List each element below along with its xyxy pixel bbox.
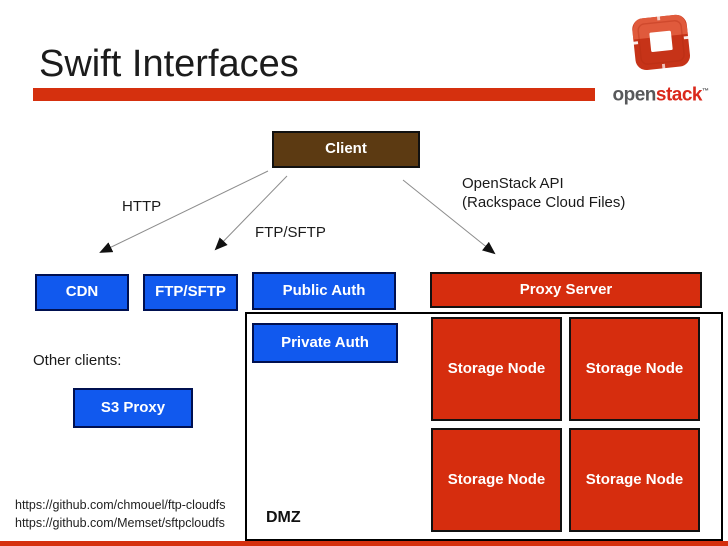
node-proxy-server: Proxy Server (430, 272, 702, 308)
openstack-api-label-line2: (Rackspace Cloud Files) (462, 194, 626, 211)
http-arrow-label: HTTP (122, 198, 162, 215)
node-storage-node-1: Storage Node (431, 317, 562, 421)
node-public-auth: Public Auth (252, 272, 396, 310)
logo-trademark: ™ (702, 88, 709, 95)
logo-word-open: open (612, 84, 657, 106)
other-clients-label: Other clients: (33, 352, 122, 369)
node-cdn: CDN (35, 274, 129, 311)
footer-accent-bar (0, 541, 728, 546)
link-ftp-cloudfs[interactable]: https://github.com/chmouel/ftp-cloudfs (15, 498, 226, 512)
node-ftp-sftp: FTP/SFTP (143, 274, 238, 311)
node-client: Client (272, 131, 420, 168)
dmz-boundary-box (245, 312, 723, 541)
node-private-auth: Private Auth (252, 323, 398, 363)
openstack-wordmark: openstack™ (603, 82, 718, 105)
link-sftpcloudfs[interactable]: https://github.com/Memset/sftpcloudfs (15, 516, 225, 530)
node-storage-node-2: Storage Node (569, 317, 700, 421)
node-storage-node-3: Storage Node (431, 428, 562, 532)
node-storage-node-4: Storage Node (569, 428, 700, 532)
dmz-label: DMZ (266, 509, 301, 526)
openstack-cube-icon (631, 14, 690, 71)
ftp-sftp-arrow-label: FTP/SFTP (255, 224, 326, 241)
openstack-logo: openstack™ (603, 5, 718, 105)
page-title: Swift Interfaces (39, 43, 299, 85)
openstack-api-label-line1: OpenStack API (462, 175, 564, 192)
logo-word-stack: stack (655, 84, 703, 106)
node-s3-proxy: S3 Proxy (73, 388, 193, 428)
openstack-api-label: OpenStack API (Rackspace Cloud Files) (462, 174, 625, 212)
title-accent-bar (33, 88, 595, 101)
